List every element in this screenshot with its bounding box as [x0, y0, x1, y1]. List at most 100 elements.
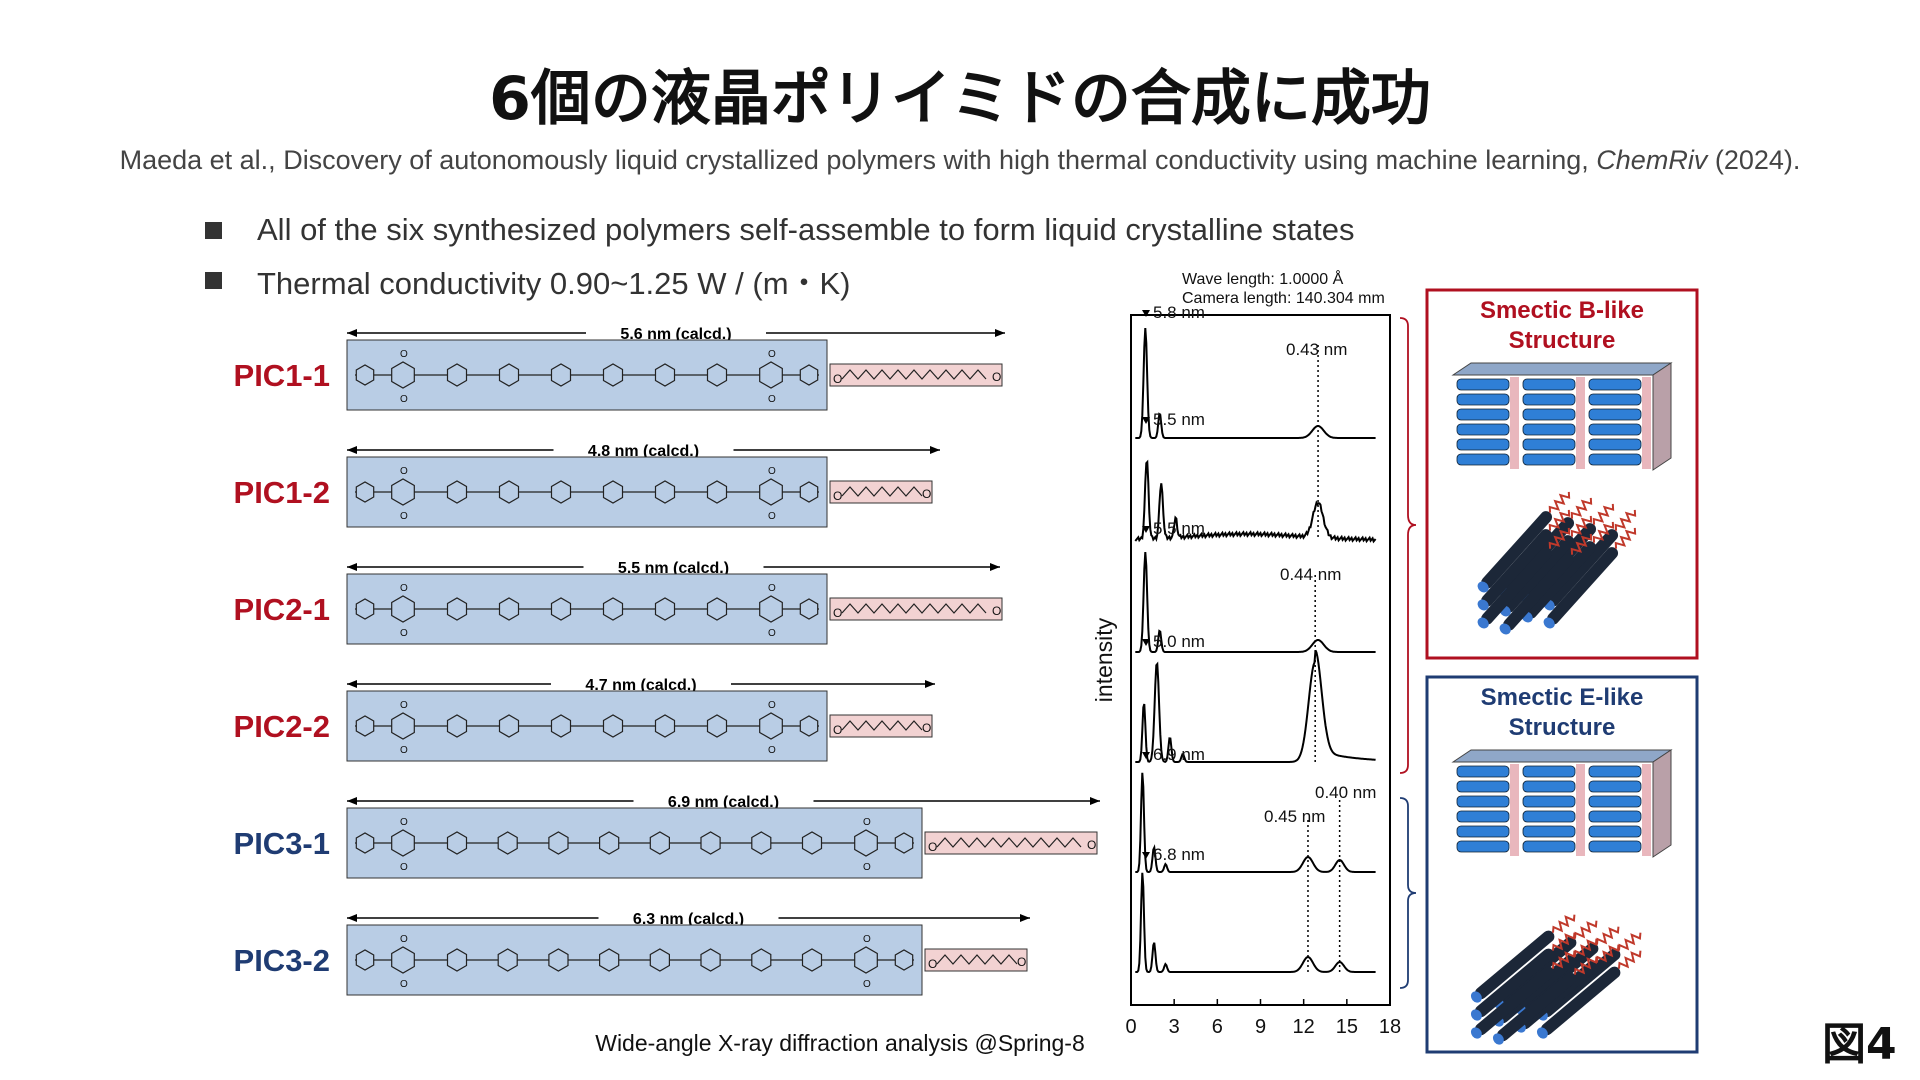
- block-top-face: [1451, 362, 1673, 376]
- benzene-ring-icon: [602, 363, 624, 387]
- imide-ring-icon: [391, 595, 415, 623]
- mesogen-rod-icon: [1456, 378, 1510, 391]
- rod-tail-zigzag: [1548, 509, 1571, 531]
- mesogen-rod-icon: [1588, 378, 1642, 391]
- imide-ring-icon: [854, 829, 878, 857]
- block-top-face: [1451, 749, 1673, 763]
- polymer-name: PIC2-1: [234, 592, 330, 627]
- rod-tail-zigzag: [1551, 932, 1576, 951]
- rod-tail-zigzag: [1570, 497, 1593, 519]
- carbonyl-oxygen: O: [400, 628, 408, 639]
- mesogen-rod-icon: [1588, 453, 1642, 466]
- xrd-trace: 5.8 nm0.43 nm: [1135, 303, 1376, 439]
- benzene-ring-icon: [751, 948, 772, 972]
- mesogen-rod-icon: [1588, 765, 1642, 778]
- structure-title: Smectic B-like: [1480, 297, 1644, 324]
- benzene-ring-icon: [446, 480, 468, 504]
- mesogen-rod-icon: [1522, 378, 1576, 391]
- rod-core: [1540, 966, 1621, 1036]
- arrow-head-icon: [347, 446, 357, 454]
- mesogen-rod-icon: [1588, 408, 1642, 421]
- peak-marker-icon: [1142, 526, 1150, 533]
- page-title: 6個の液晶ポリイミドの合成に成功: [489, 64, 1431, 134]
- xrd-trace: 6.8 nm: [1135, 845, 1376, 974]
- carbonyl-oxygen: O: [768, 745, 776, 756]
- mesogen-rod-icon: [1522, 825, 1576, 838]
- mesogen-rod-icon: [1588, 438, 1642, 451]
- ether-oxygen: O: [922, 487, 931, 501]
- x-tick-label: 9: [1255, 1016, 1266, 1038]
- rod-tail-zigzag: [1570, 533, 1593, 555]
- xrd-caption: Wide-angle X-ray diffraction analysis @S…: [595, 1030, 1085, 1056]
- rod-core: [1481, 547, 1553, 625]
- alkyl-layer-icon: [1510, 764, 1519, 856]
- rod-end-cap: [1477, 581, 1489, 593]
- arrow-head-icon: [347, 680, 357, 688]
- ether-oxygen: O: [833, 606, 842, 620]
- molecule-rod-icon: [1536, 950, 1642, 1039]
- xrd-curve: [1135, 872, 1376, 974]
- xrd-curve: [1135, 649, 1376, 763]
- imide-ring-icon: [391, 478, 415, 506]
- xrd-trace: 5.0 nm: [1135, 632, 1376, 763]
- bullet-list: All of the six synthesized polymers self…: [205, 205, 1355, 305]
- x-tick-label: 18: [1379, 1016, 1401, 1038]
- alkyl-layer-icon: [1510, 377, 1519, 469]
- benzene-ring-icon: [446, 714, 468, 738]
- mesogen-rod-icon: [1522, 453, 1576, 466]
- wide-angle-label: 0.43 nm: [1286, 340, 1347, 359]
- benzene-ring-icon: [355, 832, 375, 854]
- rod-core: [1474, 930, 1555, 1000]
- benzene-ring-icon: [355, 481, 375, 503]
- alkyl-tail-box: [829, 363, 1003, 387]
- rod-end-cap: [1470, 991, 1482, 1003]
- carbonyl-oxygen: O: [400, 466, 408, 477]
- benzene-ring-icon: [602, 714, 624, 738]
- d-spacing-label: 6.8 nm: [1153, 845, 1205, 864]
- benzene-ring-icon: [446, 597, 468, 621]
- benzene-ring-icon: [700, 831, 721, 855]
- carbonyl-oxygen: O: [400, 745, 408, 756]
- benzene-ring-icon: [649, 948, 670, 972]
- benzene-ring-icon: [355, 715, 375, 737]
- x-tick-label: 0: [1125, 1016, 1136, 1038]
- rod-end-cap: [1470, 1009, 1482, 1021]
- alkyl-chain-zigzag: [841, 603, 987, 614]
- alkyl-tail-box: [829, 714, 933, 738]
- benzene-ring-icon: [550, 363, 572, 387]
- benzene-ring-icon: [602, 597, 624, 621]
- benzene-ring-icon: [550, 480, 572, 504]
- mesogen-rod-icon: [1522, 765, 1576, 778]
- carbonyl-oxygen: O: [863, 817, 871, 828]
- benzene-ring-icon: [706, 363, 728, 387]
- square-bullet-icon: [205, 271, 222, 289]
- rod-tail-zigzag: [1573, 938, 1598, 957]
- rod-tail-zigzag: [1551, 950, 1576, 969]
- rod-core: [1547, 547, 1619, 625]
- ether-oxygen: O: [992, 370, 1001, 384]
- ether-oxygen: O: [833, 372, 842, 386]
- carbonyl-oxygen: O: [400, 862, 408, 873]
- rod-core: [1474, 966, 1555, 1036]
- imide-ring-icon: [759, 478, 783, 506]
- imide-ring-icon: [759, 595, 783, 623]
- carbonyl-oxygen: O: [400, 817, 408, 828]
- alkyl-layer-icon: [1576, 377, 1585, 469]
- arrow-head-icon: [990, 563, 1000, 571]
- carbonyl-oxygen: O: [400, 511, 408, 522]
- carbonyl-oxygen: O: [863, 862, 871, 873]
- length-label: 5.6 nm (calcd.): [620, 326, 731, 343]
- d-spacing-label: 5.5 nm: [1153, 519, 1205, 538]
- wide-angle-label: 0.44 nm: [1280, 565, 1341, 584]
- benzene-ring-icon: [498, 363, 520, 387]
- alkyl-tail-box: [829, 480, 933, 504]
- figure-label: 図4: [1822, 1019, 1897, 1070]
- rod-core: [1481, 511, 1553, 589]
- benzene-ring-icon: [649, 831, 670, 855]
- benzene-ring-icon: [654, 480, 676, 504]
- benzene-ring-icon: [599, 948, 620, 972]
- ether-oxygen: O: [928, 840, 937, 854]
- length-label: 4.8 nm (calcd.): [588, 443, 699, 460]
